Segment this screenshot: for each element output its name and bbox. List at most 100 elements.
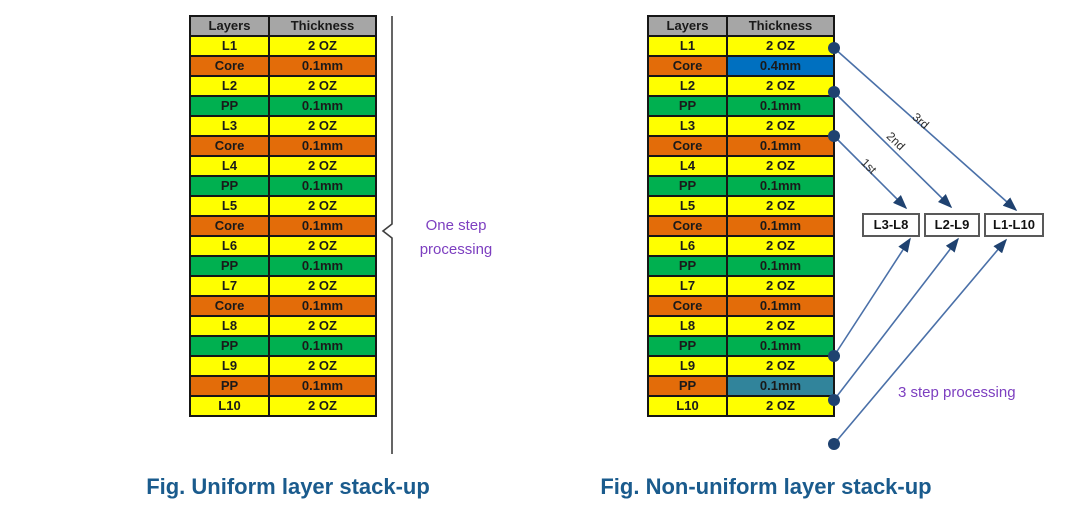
thickness-cell: 2 OZ [726, 315, 835, 337]
thickness-cell: 0.1mm [268, 255, 377, 277]
layer-cell: Core [189, 135, 270, 157]
layer-cell: L8 [647, 315, 728, 337]
thickness-cell: 0.1mm [726, 215, 835, 237]
one-step-brace [381, 16, 393, 454]
thickness-cell: 2 OZ [726, 75, 835, 97]
layer-cell: L2 [189, 75, 270, 97]
layer-cell: Core [647, 215, 728, 237]
group-box-l2-l9: L2-L9 [924, 213, 980, 237]
thickness-cell: 2 OZ [268, 395, 377, 417]
thickness-cell: 0.4mm [726, 55, 835, 77]
thickness-cell: 2 OZ [726, 115, 835, 137]
layer-cell: L9 [647, 355, 728, 377]
layer-cell: Core [647, 55, 728, 77]
thickness-cell: 2 OZ [268, 195, 377, 217]
thickness-cell: 0.1mm [268, 295, 377, 317]
layer-cell: PP [189, 95, 270, 117]
layer-cell: L5 [647, 195, 728, 217]
thickness-cell: 2 OZ [726, 355, 835, 377]
arrow-l10-to-l1l10 [833, 238, 1008, 445]
layer-cell: PP [647, 335, 728, 357]
layer-cell: L1 [189, 35, 270, 57]
layer-cell: PP [647, 95, 728, 117]
thickness-cell: 2 OZ [268, 315, 377, 337]
thickness-cell: 0.1mm [726, 135, 835, 157]
thickness-cell: 2 OZ [268, 155, 377, 177]
step-label-3rd: 3rd [909, 110, 931, 132]
layer-cell: Core [189, 295, 270, 317]
arrow-l2-to-l2l9 [833, 91, 953, 209]
thickness-cell: 0.1mm [726, 95, 835, 117]
group-box-l1-l10: L1-L10 [984, 213, 1044, 237]
layer-cell: PP [189, 175, 270, 197]
table-header-row: Layers Thickness [647, 15, 835, 37]
layer-cell: L6 [189, 235, 270, 257]
group-box-l3-l8: L3-L8 [862, 213, 920, 237]
connector-dot-l10 [828, 438, 840, 450]
layer-cell: PP [647, 255, 728, 277]
thickness-cell: 0.1mm [268, 175, 377, 197]
layer-cell: L7 [647, 275, 728, 297]
thickness-cell: 2 OZ [726, 395, 835, 417]
thickness-cell: 2 OZ [268, 35, 377, 57]
thickness-cell: 2 OZ [726, 235, 835, 257]
thickness-cell: 0.1mm [726, 175, 835, 197]
non-uniform-figure-caption: Fig. Non-uniform layer stack-up [600, 474, 932, 499]
layer-cell: L5 [189, 195, 270, 217]
table-header-row: Layers Thickness [189, 15, 377, 37]
arrow-l9-to-l2l9 [833, 237, 959, 401]
arrow-l8-to-l3l8 [833, 237, 911, 357]
thickness-cell: 2 OZ [726, 155, 835, 177]
layer-cell: Core [189, 55, 270, 77]
layers-column-header: Layers [189, 15, 270, 37]
layer-cell: L3 [647, 115, 728, 137]
thickness-cell: 2 OZ [268, 75, 377, 97]
thickness-cell: 0.1mm [726, 295, 835, 317]
layer-cell: PP [189, 375, 270, 397]
layer-cell: L10 [189, 395, 270, 417]
layer-cell: L2 [647, 75, 728, 97]
thickness-cell: 0.1mm [268, 95, 377, 117]
layer-cell: L4 [189, 155, 270, 177]
uniform-figure-caption: Fig. Uniform layer stack-up [146, 474, 430, 499]
thickness-cell: 0.1mm [268, 335, 377, 357]
thickness-cell: 0.1mm [726, 375, 835, 397]
one-step-processing-label: One step processing [419, 217, 493, 258]
layer-cell: Core [647, 135, 728, 157]
thickness-cell: 2 OZ [726, 275, 835, 297]
arrow-l3-to-l3l8 [833, 135, 908, 210]
layer-cell: PP [647, 175, 728, 197]
layer-cell: L4 [647, 155, 728, 177]
